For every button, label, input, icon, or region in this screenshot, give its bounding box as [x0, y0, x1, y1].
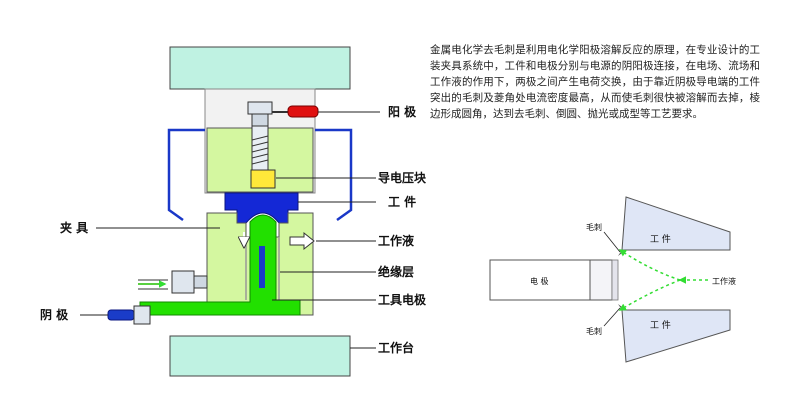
- label-burr-top: 毛刺: [586, 222, 602, 232]
- rod-threads: [251, 135, 269, 165]
- leader-lines-left: [80, 111, 380, 349]
- workpiece-top: [621, 196, 731, 251]
- label-tool-electrode: 工具电极: [378, 292, 427, 307]
- label-workpiece-bottom: 工 件: [650, 319, 671, 331]
- label-workpiece: 工 件: [388, 194, 416, 209]
- label-burr-bottom: 毛刺: [586, 326, 602, 336]
- anode-bolt-head: [247, 101, 273, 115]
- label-cathode: 阴 极: [40, 307, 69, 322]
- electrolyte-flow: [618, 249, 708, 311]
- label-anode: 阳 极: [388, 104, 417, 119]
- label-conductive-block: 导电压块: [378, 170, 427, 185]
- label-right-electrolyte: 工作液: [712, 276, 736, 286]
- label-electrode: 电 极: [530, 276, 549, 286]
- cathode-handle: [107, 309, 135, 321]
- cathode-bolt: [133, 305, 151, 325]
- leader-lines-right: [603, 231, 621, 327]
- worktable: [169, 335, 351, 377]
- label-worktable: 工作台: [378, 340, 414, 355]
- left-guard: [167, 128, 205, 222]
- electrode-tip: [589, 259, 613, 301]
- right-guard: [315, 128, 353, 222]
- top-platen: [169, 46, 351, 90]
- label-fixture: 夹 具: [60, 220, 88, 235]
- label-electrolyte: 工作液: [378, 233, 414, 248]
- workpiece-bottom: [621, 309, 731, 363]
- inlet-nozzle: [171, 270, 195, 294]
- conductive-block: [250, 169, 276, 189]
- label-insulation: 绝缘层: [378, 264, 414, 279]
- anode-bolt-neck: [251, 113, 269, 127]
- label-workpiece-top: 工 件: [650, 233, 671, 245]
- anode-handle: [287, 105, 319, 118]
- description-text: 金属电化学去毛刺是利用电化学阳极溶解反应的原理，在专业设计的工装夹具系统中，工件…: [430, 44, 760, 120]
- electrode-channel: [259, 246, 265, 288]
